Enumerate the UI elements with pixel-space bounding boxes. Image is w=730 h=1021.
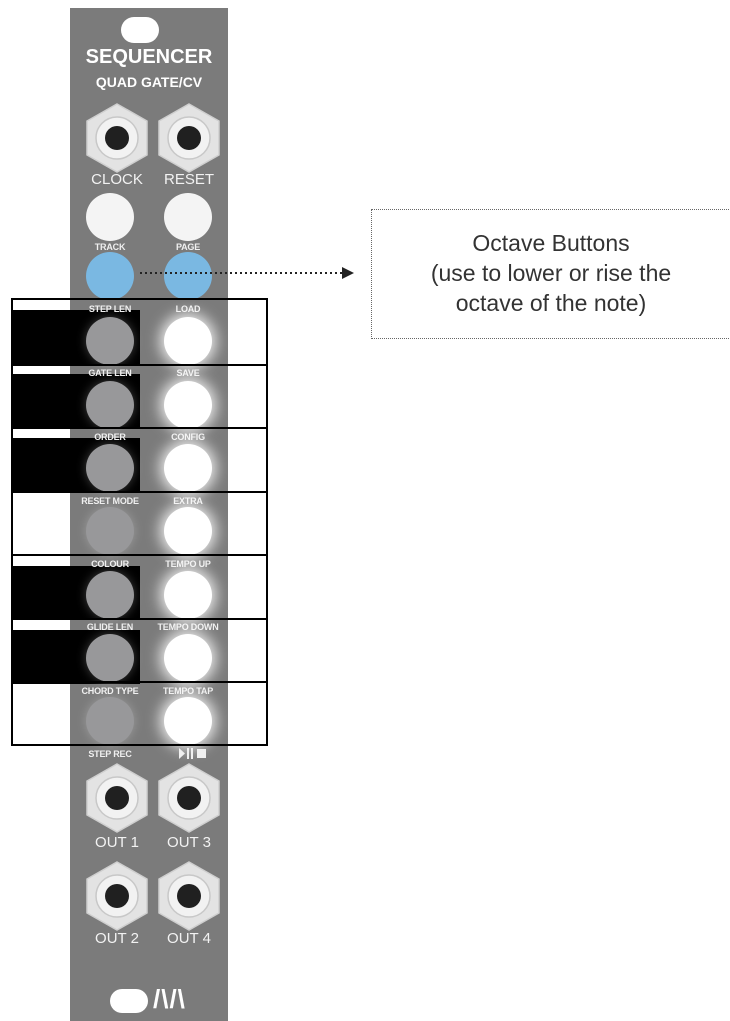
out-3-jack-socket-icon[interactable] bbox=[153, 762, 225, 834]
row-7-left-label: CHORD TYPE bbox=[81, 686, 139, 696]
panel-title: SEQUENCER bbox=[85, 46, 213, 68]
out-1-label: OUT 1 bbox=[95, 834, 139, 851]
row-6-right-label: TEMPO DOWN bbox=[157, 622, 219, 632]
row-frame bbox=[11, 554, 268, 620]
out-3-label: OUT 3 bbox=[167, 834, 211, 851]
panel-subtitle: QUAD GATE/CV bbox=[95, 74, 203, 90]
tempo-down-button[interactable] bbox=[164, 634, 212, 682]
reset-mode-button[interactable] bbox=[86, 507, 134, 555]
callout-line-3: octave of the note) bbox=[455, 290, 647, 316]
clock-jack-socket-icon[interactable] bbox=[81, 102, 153, 174]
tempo-tap-button[interactable] bbox=[164, 697, 212, 745]
callout-arrow bbox=[140, 267, 354, 279]
row-frame bbox=[11, 364, 268, 429]
config-button[interactable] bbox=[164, 444, 212, 492]
out-2-jack-socket-icon[interactable] bbox=[81, 860, 153, 932]
load-button[interactable] bbox=[164, 317, 212, 365]
extra-button[interactable] bbox=[164, 507, 212, 555]
track-label: TRACK bbox=[94, 242, 126, 252]
glide-len-button[interactable] bbox=[86, 634, 134, 682]
row-4-left-label: RESET MODE bbox=[81, 496, 139, 506]
top-left-button[interactable] bbox=[86, 193, 134, 241]
callout-line-2: (use to lower or rise the bbox=[430, 260, 672, 286]
row-5-left-label: COLOUR bbox=[91, 559, 129, 569]
row-2-right-label: SAVE bbox=[176, 368, 200, 378]
out-2-label: OUT 2 bbox=[95, 930, 139, 947]
step-rec-label: STEP REC bbox=[88, 749, 132, 759]
row-7-right-label: TEMPO TAP bbox=[162, 686, 214, 696]
row-frame bbox=[11, 427, 268, 493]
row-6-left-label: GLIDE LEN bbox=[86, 622, 134, 632]
tempo-up-button[interactable] bbox=[164, 571, 212, 619]
out-4-label: OUT 4 bbox=[167, 930, 211, 947]
callout-line-1: Octave Buttons bbox=[472, 230, 630, 256]
logo-oval-icon bbox=[110, 989, 148, 1013]
row-1-right-label: LOAD bbox=[175, 304, 201, 314]
out-4-jack-socket-icon[interactable] bbox=[153, 860, 225, 932]
order-button[interactable] bbox=[86, 444, 134, 492]
row-2-left-label: GATE LEN bbox=[88, 368, 132, 378]
chord-type-button[interactable] bbox=[86, 697, 134, 745]
row-frame bbox=[11, 681, 268, 746]
reset-jack-socket-icon[interactable] bbox=[153, 102, 225, 174]
brand-logo: /\/\ bbox=[153, 984, 186, 1014]
page-label: PAGE bbox=[175, 242, 201, 252]
row-5-right-label: TEMPO UP bbox=[165, 559, 211, 569]
octave-up-button[interactable] bbox=[164, 252, 212, 300]
reset-label: RESET bbox=[163, 171, 214, 188]
colour-button[interactable] bbox=[86, 571, 134, 619]
save-button[interactable] bbox=[164, 381, 212, 429]
row-frame bbox=[11, 618, 268, 683]
row-3-left-label: ORDER bbox=[94, 432, 126, 442]
row-3-right-label: CONFIG bbox=[171, 432, 205, 442]
callout-box: Octave Buttons (use to lower or rise the… bbox=[371, 209, 730, 339]
out-1-jack-socket-icon[interactable] bbox=[81, 762, 153, 834]
play-pause-stop-icon bbox=[179, 748, 206, 759]
row-frame bbox=[11, 298, 268, 366]
row-1-left-label: STEP LEN bbox=[88, 304, 132, 314]
octave-down-button[interactable] bbox=[86, 252, 134, 300]
step-len-button[interactable] bbox=[86, 317, 134, 365]
top-right-button[interactable] bbox=[164, 193, 212, 241]
row-frame bbox=[11, 491, 268, 556]
gate-len-button[interactable] bbox=[86, 381, 134, 429]
clock-label: CLOCK bbox=[91, 171, 143, 188]
row-4-right-label: EXTRA bbox=[173, 496, 203, 506]
mounting-hole bbox=[121, 17, 159, 43]
